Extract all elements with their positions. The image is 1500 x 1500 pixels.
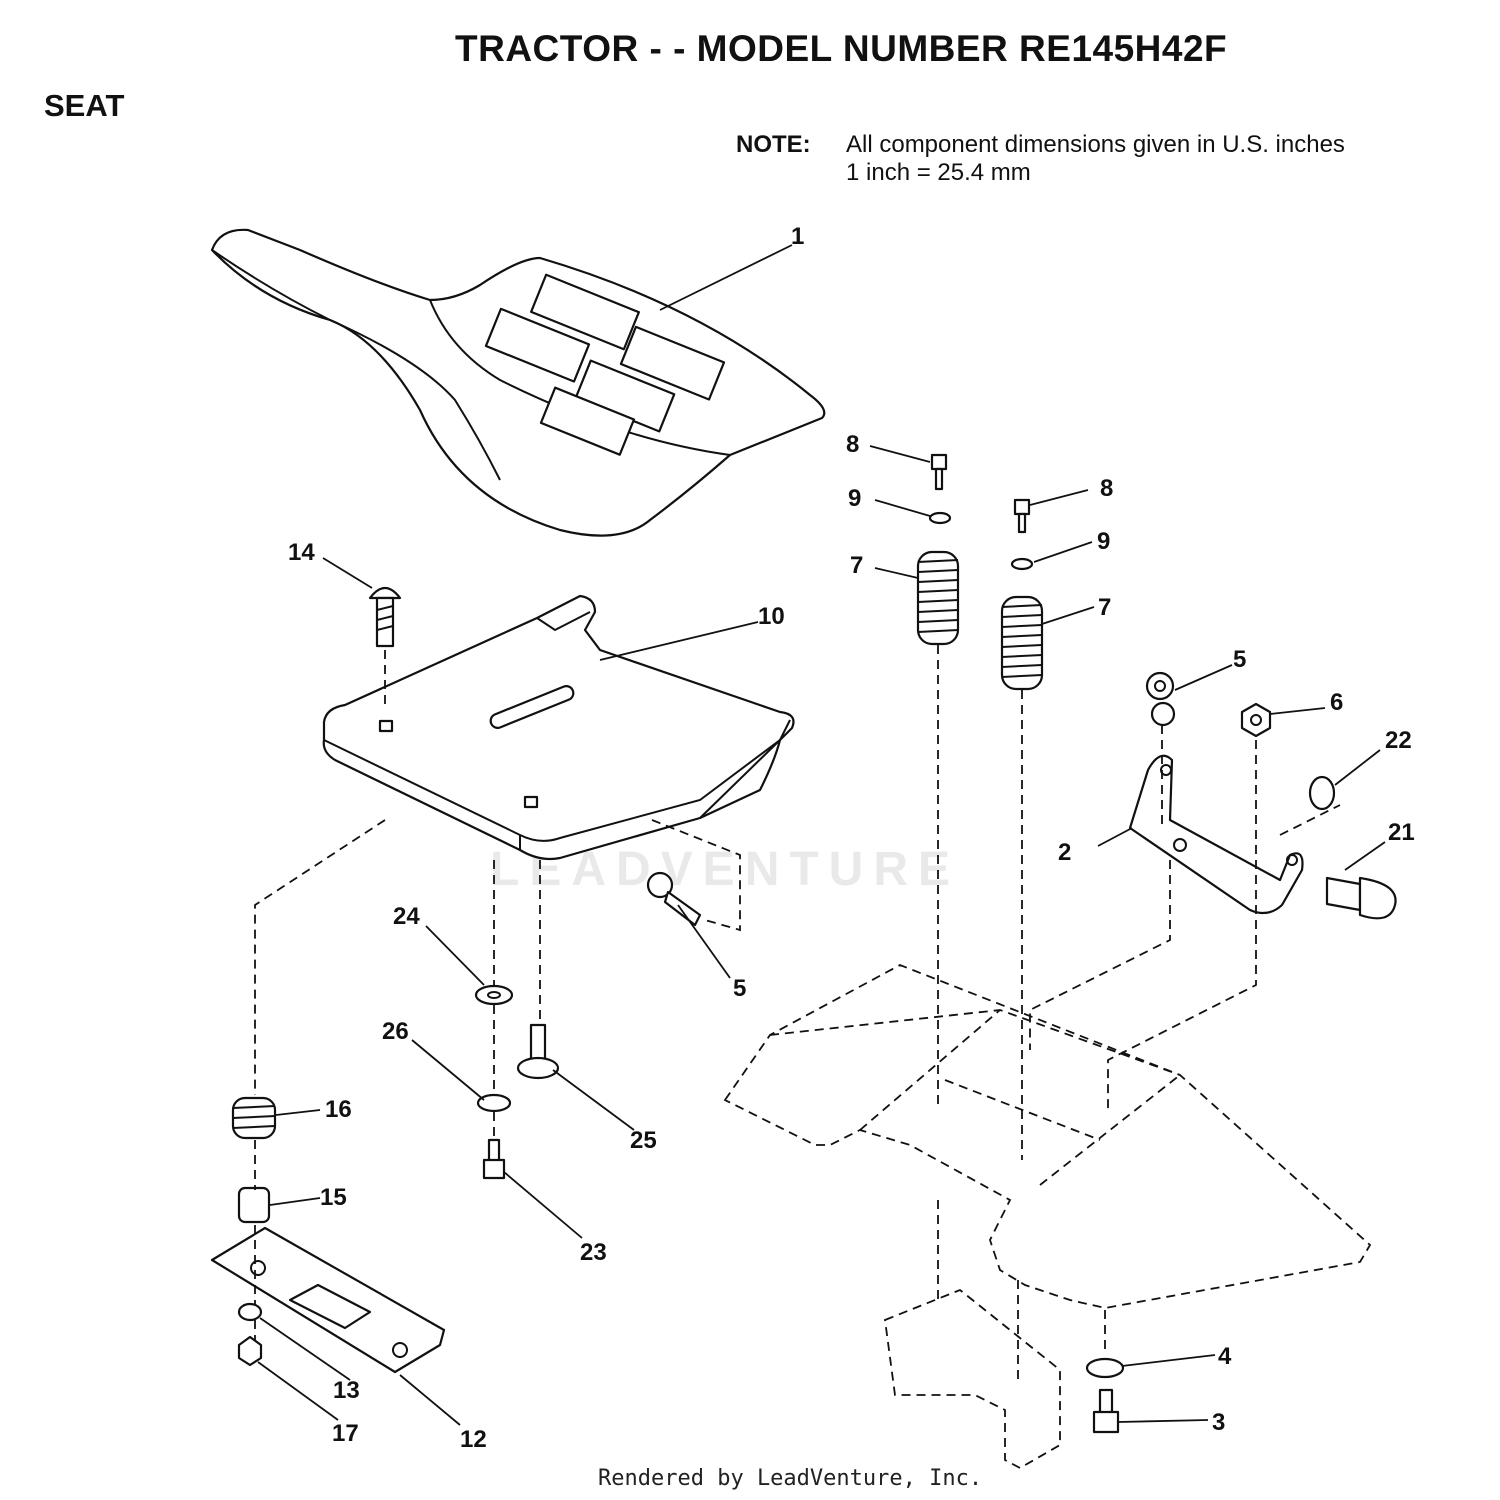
mounting-plate-12	[210, 1226, 446, 1374]
bolt-right-8	[1013, 498, 1031, 534]
nut-17	[237, 1335, 263, 1367]
seat-bracket	[1128, 754, 1304, 915]
callout-15: 15	[320, 1184, 347, 1211]
note-line-1: All component dimensions given in U.S. i…	[846, 131, 1345, 158]
callout-23: 23	[580, 1239, 607, 1266]
bolt-left-8	[930, 453, 948, 491]
shoulder-bolt-21	[1325, 876, 1397, 920]
washer-22	[1308, 775, 1336, 811]
bolt-23	[482, 1138, 506, 1180]
carriage-bolt	[368, 586, 402, 648]
footer-credit: Rendered by LeadVenture, Inc.	[598, 1466, 983, 1491]
callout-5-upper: 5	[1233, 646, 1246, 673]
tractor-frame-outline	[723, 964, 1372, 1470]
callout-2: 2	[1058, 839, 1071, 866]
spring-left	[916, 550, 960, 646]
spring-16	[231, 1096, 277, 1140]
callout-9-left: 9	[848, 485, 861, 512]
note-line-2: 1 inch = 25.4 mm	[846, 159, 1031, 186]
seat-cushion	[210, 228, 826, 537]
callout-3: 3	[1212, 1409, 1225, 1436]
spacer-15	[237, 1186, 271, 1224]
callout-12: 12	[460, 1426, 487, 1453]
callout-16: 16	[325, 1096, 352, 1123]
clip-upper-5	[1145, 671, 1176, 727]
washer-4	[1085, 1357, 1125, 1379]
callout-24: 24	[393, 903, 420, 930]
leader-lines	[257, 244, 1386, 1426]
callout-25: 25	[630, 1127, 657, 1154]
callout-4: 4	[1218, 1343, 1232, 1370]
hex-nut-6	[1240, 702, 1272, 738]
spring-right	[1000, 595, 1044, 691]
section-label: SEAT	[44, 88, 125, 123]
callout-9-right: 9	[1097, 528, 1110, 555]
callout-8-right: 8	[1100, 475, 1113, 502]
callout-7-right: 7	[1098, 594, 1111, 621]
flange-bolt-25	[516, 1023, 560, 1080]
note-label: NOTE:	[736, 131, 811, 158]
washer-left-9	[928, 511, 952, 525]
callout-13: 13	[333, 1377, 360, 1404]
bolt-3	[1092, 1388, 1120, 1434]
washer-right-9	[1010, 557, 1034, 571]
callout-17: 17	[332, 1420, 359, 1447]
callout-8-left: 8	[846, 431, 859, 458]
seat-pan	[322, 594, 795, 861]
callout-21: 21	[1388, 819, 1415, 846]
callout-1: 1	[791, 223, 804, 250]
callout-10: 10	[758, 603, 785, 630]
assembly-lines	[254, 645, 1341, 1355]
callout-7-left: 7	[850, 552, 863, 579]
callout-6: 6	[1330, 689, 1343, 716]
lock-washer-26	[476, 1093, 512, 1113]
callout-labels: 1 2 3 4 5 5 6 7 7 8 8 9 9 10 12 13 14 15…	[288, 223, 1415, 1453]
callout-14: 14	[288, 539, 315, 566]
callout-26: 26	[382, 1018, 409, 1045]
washer-24	[474, 984, 514, 1006]
nut-13	[237, 1302, 263, 1322]
clip-lower-5	[646, 871, 702, 927]
callout-5-lower: 5	[733, 975, 746, 1002]
diagram-title: TRACTOR - - MODEL NUMBER RE145H42F	[455, 28, 1228, 69]
callout-22: 22	[1385, 727, 1412, 754]
